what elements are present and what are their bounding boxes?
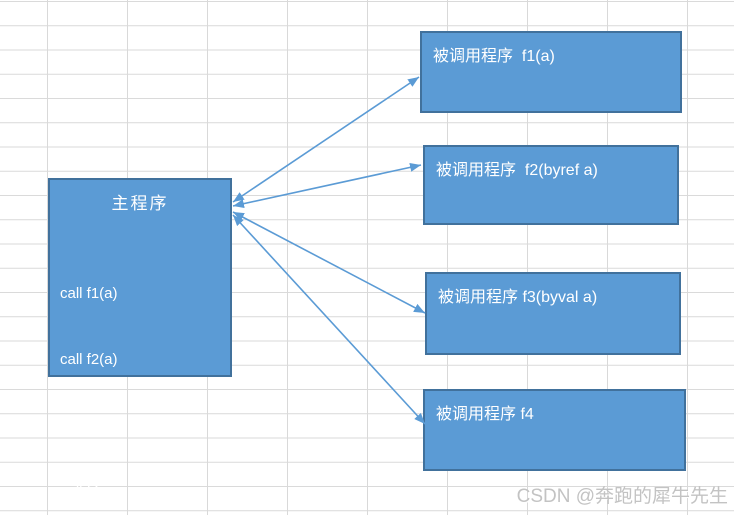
arrow-main-to-f4[interactable] bbox=[232, 214, 426, 425]
arrow-main-to-f2[interactable] bbox=[232, 162, 422, 209]
call-statement-list: call f1(a) call f2(a) call f3(a) call f4 bbox=[50, 239, 230, 515]
called-program-label: 被调用程序 f3(byval a) bbox=[438, 289, 598, 306]
called-program-label: 被调用程序 f1(a) bbox=[433, 48, 555, 65]
called-program-box-f4[interactable]: 被调用程序 f4 bbox=[423, 389, 686, 471]
watermark: CSDN @奔跑的犀牛先生 bbox=[516, 486, 728, 507]
called-program-label: 被调用程序 f2(byref a) bbox=[436, 162, 598, 179]
call-statement: call f2(a) bbox=[60, 351, 118, 368]
called-program-box-f2[interactable]: 被调用程序 f2(byref a) bbox=[423, 145, 679, 225]
main-program-title: 主程序 bbox=[111, 194, 169, 213]
call-statement: call f3(a) bbox=[60, 417, 118, 434]
called-program-box-f1[interactable]: 被调用程序 f1(a) bbox=[420, 31, 682, 113]
main-program-box[interactable]: 主程序 call f1(a) call f2(a) call f3(a) cal… bbox=[48, 178, 232, 500]
called-program-label: 被调用程序 f4 bbox=[436, 406, 534, 423]
arrow-main-to-f3[interactable] bbox=[232, 211, 426, 314]
arrow-main-to-f1[interactable] bbox=[232, 76, 420, 203]
call-statement: call f1(a) bbox=[60, 285, 118, 302]
call-statement: call f4 bbox=[60, 483, 100, 500]
called-program-box-f3[interactable]: 被调用程序 f3(byval a) bbox=[425, 272, 681, 355]
